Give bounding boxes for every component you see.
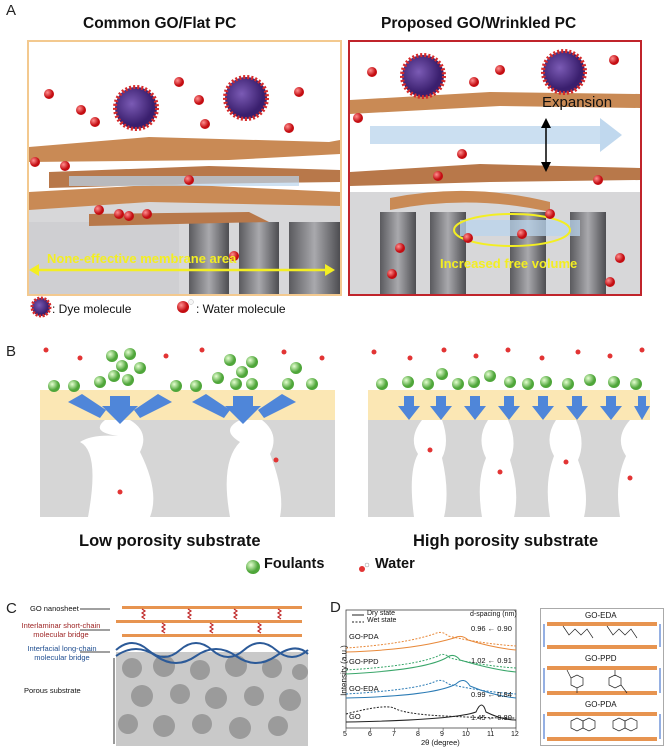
xrd-xlabel: 2θ (degree) [421,738,460,747]
xrd-dspacing-goppd: 1.02 ← 0.91 [471,656,512,665]
xrd-xtick-10: 10 [462,731,470,738]
legend-water: Water [375,556,415,572]
structures-panel: GO-EDA GO-PPD GO-PDA [540,608,664,746]
xrd-xtick-12: 12 [511,731,519,738]
expansion-label: Expansion [542,94,613,111]
legend-water-molecule: : Water molecule [196,302,286,316]
xrd-ylabel: Intensity (a.u.) [339,645,349,696]
increased-free-volume-label: Increased free volume [440,256,578,271]
xrd-dspacing-goeda: 0.99 ← 0.84 [471,690,512,699]
panel-b-legend-icons [246,560,370,574]
panel-a-left-title: Common GO/Flat PC [83,15,237,32]
xrd-sample-go: GO [349,712,361,721]
none-effective-area-label: None-effective membrane area [47,251,237,266]
low-porosity-label: Low porosity substrate [79,532,261,550]
interfacial-bridge-label: Interfacial long-chain molecular bridge [27,644,97,662]
xrd-dspacing-go: 1.45 ← 0.80 [471,713,512,722]
panel-a-legend-icons [30,296,194,318]
structure-goppd-label: GO-PPD [585,654,617,663]
panel-a-label: A [6,2,17,19]
legend-dye-molecule: : Dye molecule [52,302,132,316]
xrd-dspacing-title: d-spacing (nm) [470,611,517,618]
xrd-xtick-11: 11 [487,731,495,738]
panel-a-flat-pc-scene: None-effective membrane area [27,40,342,296]
panel-a-right-title: Proposed GO/Wrinkled PC [381,15,577,32]
xrd-xtick-6: 6 [368,731,372,738]
xrd-sample-goppd: GO-PPD [349,657,379,666]
structure-sketches [543,622,661,741]
panel-a-wrinkled-pc-scene: Expansion Increased free volume [348,40,642,296]
panel-b-label: B [6,343,17,360]
porous-substrate-label: Porous substrate [24,686,81,695]
xrd-legend-dry: Dry state [367,610,396,617]
xrd-xtick-9: 9 [440,731,444,738]
panel-c-label: C [6,600,17,617]
legend-foulants: Foulants [264,556,325,572]
panel-d-label: D [330,599,341,616]
xrd-xtick-7: 7 [392,731,396,738]
xrd-sample-goeda: GO-EDA [349,684,379,693]
xrd-plot [345,609,517,731]
xrd-xtick-8: 8 [416,731,420,738]
xrd-dspacing-gopda: 0.96 ← 0.90 [471,624,512,633]
high-porosity-label: High porosity substrate [413,532,599,550]
wrinkled-pc-illustration [350,49,640,294]
xrd-sample-gopda: GO-PDA [349,632,379,641]
panel-c-illustration [115,606,309,746]
go-nanosheet-label: GO nanosheet [30,604,79,613]
xrd-legend-wet: Wet state [367,617,397,624]
structure-gopda-label: GO-PDA [585,700,617,709]
panel-b-illustration [40,347,650,517]
flat-pc-illustration [29,75,340,294]
panel-c-pointers [80,608,115,744]
structure-goeda-label: GO-EDA [585,611,617,620]
xrd-xtick-5: 5 [343,731,347,738]
interlaminar-bridge-label: Interlaminar short-chain molecular bridg… [21,621,101,639]
